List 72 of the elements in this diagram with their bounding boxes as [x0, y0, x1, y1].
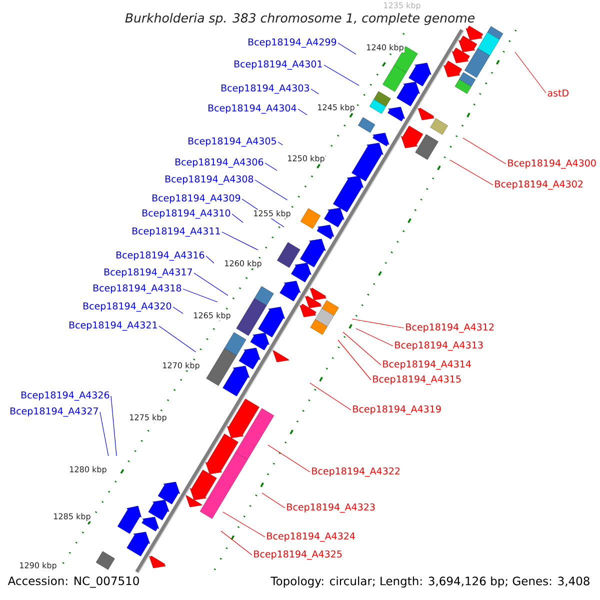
leader-line	[278, 142, 284, 146]
scale-label: 1290 kbp	[18, 562, 58, 570]
leader-line	[352, 318, 404, 328]
scale-label: 1275 kbp	[128, 414, 168, 422]
gene-label: Bcep18194_A4322	[312, 467, 400, 477]
scale-label: 1260 kbp	[224, 260, 262, 268]
leader-line	[194, 272, 228, 296]
leader-line	[310, 88, 320, 94]
gene-label: Bcep18194_A4308	[165, 175, 254, 185]
leader-line	[158, 326, 196, 352]
leader-line	[342, 332, 382, 366]
leader-line	[172, 306, 184, 314]
leader-line	[206, 256, 214, 264]
leader-line	[264, 162, 278, 171]
gene-label: Bcep18194_A4321	[69, 321, 157, 331]
leader-line	[182, 288, 218, 302]
leader-line	[100, 412, 109, 456]
gene-label: Bcep18194_A4314	[383, 360, 471, 370]
leader-line	[338, 340, 372, 380]
leader-line	[110, 396, 117, 456]
scale-label: 1255 kbp	[252, 210, 292, 218]
leader-line	[254, 180, 288, 200]
scale-label: 1280 kbp	[68, 466, 108, 474]
accession-text: Accession: NC_007510	[7, 576, 140, 588]
leader-line	[450, 160, 494, 186]
gene-label: Bcep18194_A4324	[267, 532, 355, 542]
leader-line	[262, 492, 286, 508]
leader-line	[220, 530, 252, 556]
gene-label: Bcep18194_A4325	[254, 550, 342, 560]
leader-line	[514, 52, 546, 94]
scale-label: 1245 kbp	[316, 104, 356, 112]
gene-label: Bcep18194_A4306	[175, 158, 264, 168]
leader-line	[356, 328, 394, 346]
gene-label: astD	[548, 89, 568, 97]
gene-label: Bcep18194_A4305	[188, 137, 276, 147]
leader-line	[222, 512, 266, 538]
scale-label: 1270 kbp	[162, 362, 200, 370]
leader-line	[462, 138, 506, 164]
leader-line	[298, 108, 308, 116]
scale-label: 1240 kbp	[366, 44, 404, 52]
leader-line	[222, 232, 258, 250]
scale-label: 1235 kbp	[382, 2, 422, 10]
scale-label: 1250 kbp	[286, 154, 326, 164]
gene-label: Bcep18194_A4304	[208, 104, 296, 114]
gene-label: Bcep18194_A4311	[132, 227, 220, 237]
gene-label: Bcep18194_A4320	[83, 302, 172, 312]
gene-label: Bcep18194_A4302	[495, 180, 582, 190]
leader-line	[268, 444, 310, 472]
gene-label: Bcep18194_A4316	[116, 251, 204, 261]
leader-line	[338, 42, 356, 55]
leader-line	[232, 214, 244, 223]
scale-label: 1285 kbp	[52, 512, 92, 522]
title: Burkholderia sp. 383 chromosome 1, complete genome	[125, 12, 474, 26]
gene-label: Bcep18194_A4317	[104, 268, 192, 278]
gene-label: Bcep18194_A4312	[406, 323, 494, 333]
gene-label: Bcep18194_A4303	[221, 84, 310, 94]
gene-label: Bcep18194_A4326	[21, 391, 110, 401]
genome-summary-text: Topology: circular; Length: 3,694,126 bp; Genes: 3,408	[270, 576, 591, 588]
gene-label: Bcep18194_A4301	[234, 60, 322, 70]
scale-label: 1265 kbp	[192, 312, 232, 320]
gene-label: Bcep18194_A4318	[93, 284, 182, 294]
gene-label: Bcep18194_A4313	[395, 341, 483, 351]
gene-label: Bcep18194_A4323	[287, 503, 375, 513]
gene-label: Bcep18194_A4315	[373, 375, 461, 385]
gene-label: Bcep18194_A4309	[152, 194, 240, 204]
leader-line	[310, 382, 352, 410]
gene-label: Bcep18194_A4327	[10, 407, 98, 417]
gene-label: Bcep18194_A4319	[353, 405, 441, 415]
gene-label: Bcep18194_A4299	[248, 38, 336, 48]
leader-line	[324, 64, 360, 86]
gene-label: Bcep18194_A4310	[142, 209, 230, 219]
gene-label: Bcep18194_A4300	[508, 159, 596, 169]
